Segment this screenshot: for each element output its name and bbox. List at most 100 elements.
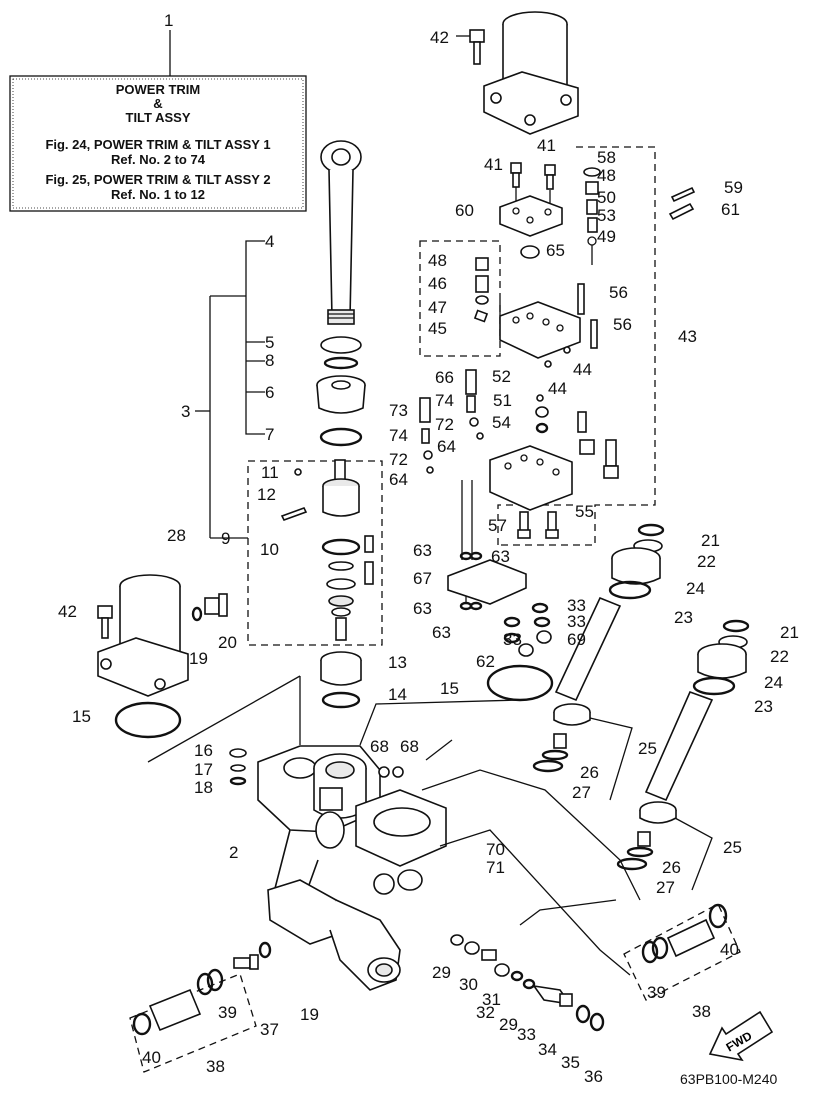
callout-c66: 66 — [435, 368, 454, 387]
title-line-4: Fig. 24, POWER TRIM & TILT ASSY 1 — [45, 137, 270, 152]
valve-34 — [532, 984, 573, 1007]
plate-60 — [499, 195, 563, 237]
callout-c26a: 26 — [580, 763, 599, 782]
callout-c33d: 33 — [517, 1025, 536, 1044]
gland-6 — [316, 375, 366, 414]
callout-c64a: 64 — [437, 437, 456, 456]
callout-c69: 69 — [567, 630, 586, 649]
bolt-42-left — [97, 605, 113, 619]
callout-c19b: 19 — [300, 1005, 319, 1024]
o-ring-10 — [321, 538, 361, 556]
valve-body-43 — [499, 301, 581, 359]
callout-c39b: 39 — [218, 1003, 237, 1022]
callout-c38b: 38 — [206, 1057, 225, 1076]
title-line-6: Fig. 25, POWER TRIM & TILT ASSY 2 — [45, 172, 270, 187]
callout-c18: 18 — [194, 778, 213, 797]
o-ring-15-left — [114, 701, 182, 739]
callout-c32: 32 — [476, 1003, 495, 1022]
callout-c65: 65 — [546, 241, 565, 260]
callout-c15b: 15 — [72, 707, 91, 726]
callout-c36: 36 — [584, 1067, 603, 1086]
o-ring-7 — [319, 427, 363, 447]
callout-c1: 1 — [164, 11, 173, 30]
callout-c45: 45 — [428, 319, 447, 338]
title-line-7: Ref. No. 1 to 12 — [111, 187, 205, 202]
callout-c68b: 68 — [400, 737, 419, 756]
pin-61 — [668, 202, 695, 221]
callout-c71: 71 — [486, 858, 505, 877]
callout-c17: 17 — [194, 760, 213, 779]
callout-c35: 35 — [561, 1053, 580, 1072]
callout-c5: 5 — [265, 333, 274, 352]
callout-c74b: 74 — [389, 426, 408, 445]
callout-c11: 11 — [261, 463, 279, 482]
callout-c63c: 63 — [413, 599, 432, 618]
callout-c50: 50 — [597, 188, 616, 207]
callout-c41a: 41 — [484, 155, 503, 174]
electric-motor — [483, 11, 579, 135]
bolt-41a — [510, 162, 522, 174]
callout-c2: 2 — [229, 843, 238, 862]
callout-c33b: 33 — [567, 612, 586, 631]
callout-c48a: 48 — [597, 166, 616, 185]
callout-c44a: 44 — [573, 360, 592, 379]
callout-c37: 37 — [260, 1020, 279, 1039]
callout-c27b: 27 — [656, 878, 675, 897]
callout-c63b: 63 — [491, 547, 510, 566]
callout-c24a: 24 — [686, 579, 705, 598]
cylinder-body-2 — [257, 745, 447, 991]
callout-c25b: 25 — [723, 838, 742, 857]
callout-c42a: 42 — [430, 28, 449, 47]
callout-c19a: 19 — [189, 649, 208, 668]
trim-rod-upper — [554, 596, 622, 702]
callout-c20: 20 — [218, 633, 237, 652]
callout-c28: 28 — [167, 526, 186, 545]
free-piston-13 — [320, 651, 362, 686]
title-line-2: & — [153, 96, 162, 111]
check-valve-37 — [233, 954, 259, 970]
callout-c12: 12 — [257, 485, 276, 504]
callout-c26b: 26 — [662, 858, 681, 877]
callout-c43: 43 — [678, 327, 697, 346]
callout-c41b: 41 — [537, 136, 556, 155]
sub-assembly-9-outline — [247, 460, 383, 646]
callout-c34: 34 — [538, 1040, 557, 1059]
forward-arrow-icon: FWD — [708, 1010, 774, 1062]
callout-c58: 58 — [597, 148, 616, 167]
callout-c57: 57 — [488, 516, 507, 535]
callout-c9: 9 — [221, 529, 230, 548]
callout-c54: 54 — [492, 413, 511, 432]
o-ring-8 — [323, 356, 359, 370]
callout-c73: 73 — [389, 401, 408, 420]
o-ring-14 — [321, 691, 361, 709]
callout-c74a: 74 — [435, 391, 454, 410]
callout-c3: 3 — [181, 402, 190, 421]
callout-c55: 55 — [575, 502, 594, 521]
pin-59 — [670, 186, 696, 203]
callout-c52: 52 — [492, 367, 511, 386]
callout-c72b: 72 — [389, 450, 408, 469]
callout-c44b: 44 — [548, 379, 567, 398]
callout-c40a: 40 — [720, 940, 739, 959]
callout-c62: 62 — [476, 652, 495, 671]
trim-cylinder-cap-lower — [697, 643, 747, 679]
callout-c7: 7 — [265, 425, 274, 444]
callout-c63a: 63 — [413, 541, 432, 560]
callout-c14: 14 — [388, 685, 407, 704]
trim-piston-upper — [553, 703, 591, 726]
callout-c23b: 23 — [754, 697, 773, 716]
o-ring-15-right — [486, 664, 554, 702]
callout-c59: 59 — [724, 178, 743, 197]
callout-c60: 60 — [455, 201, 474, 220]
plate-67 — [447, 559, 527, 605]
bolt-41b — [544, 164, 556, 176]
sub-assembly-45-outline — [419, 240, 501, 357]
title-line-5: Ref. No. 2 to 74 — [111, 152, 206, 167]
callout-c68a: 68 — [370, 737, 389, 756]
callout-c39a: 39 — [647, 983, 666, 1002]
callout-c10: 10 — [260, 540, 279, 559]
piston-assy — [280, 459, 360, 521]
callout-c56b: 56 — [613, 315, 632, 334]
callout-c6: 6 — [265, 383, 274, 402]
